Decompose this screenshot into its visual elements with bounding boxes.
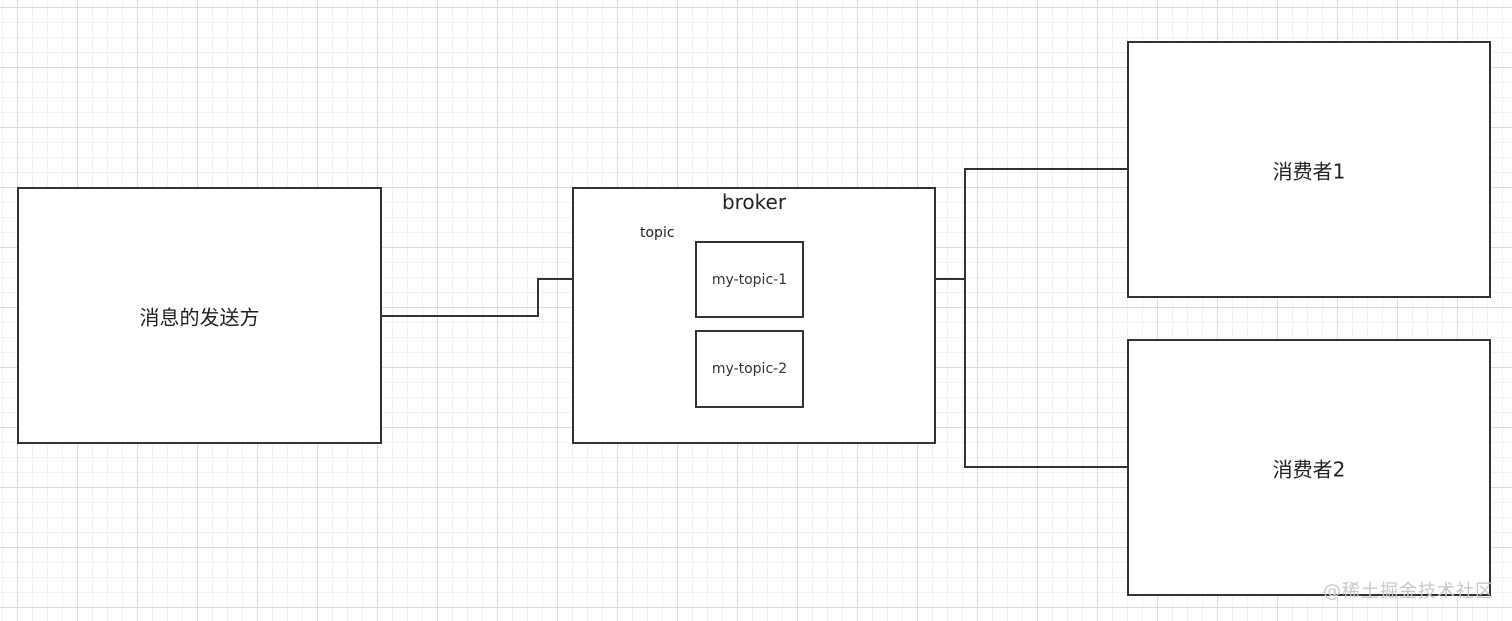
consumer1-to-consumer2-bus (964, 168, 1128, 468)
topic-partition-2: my-topic-2 (695, 330, 804, 408)
watermark: @稀土掘金技术社区 (1323, 581, 1494, 602)
consumer-1-box: 消费者1 (1127, 41, 1491, 298)
topic-partition-1-label: my-topic-1 (711, 271, 788, 288)
producer-box: 消息的发送方 (17, 187, 382, 444)
topic-partition-2-label: my-topic-2 (711, 361, 788, 377)
broker-title: broker (721, 190, 787, 214)
topic-partition-1: my-topic-1 (695, 241, 804, 318)
consumer-2-label: 消费者2 (1272, 457, 1346, 481)
producer-label: 消息的发送方 (139, 305, 260, 329)
consumer-2-box: 消费者2 (1127, 339, 1491, 596)
topic-label: topic (640, 225, 675, 241)
consumer-1-label: 消费者1 (1272, 159, 1346, 183)
